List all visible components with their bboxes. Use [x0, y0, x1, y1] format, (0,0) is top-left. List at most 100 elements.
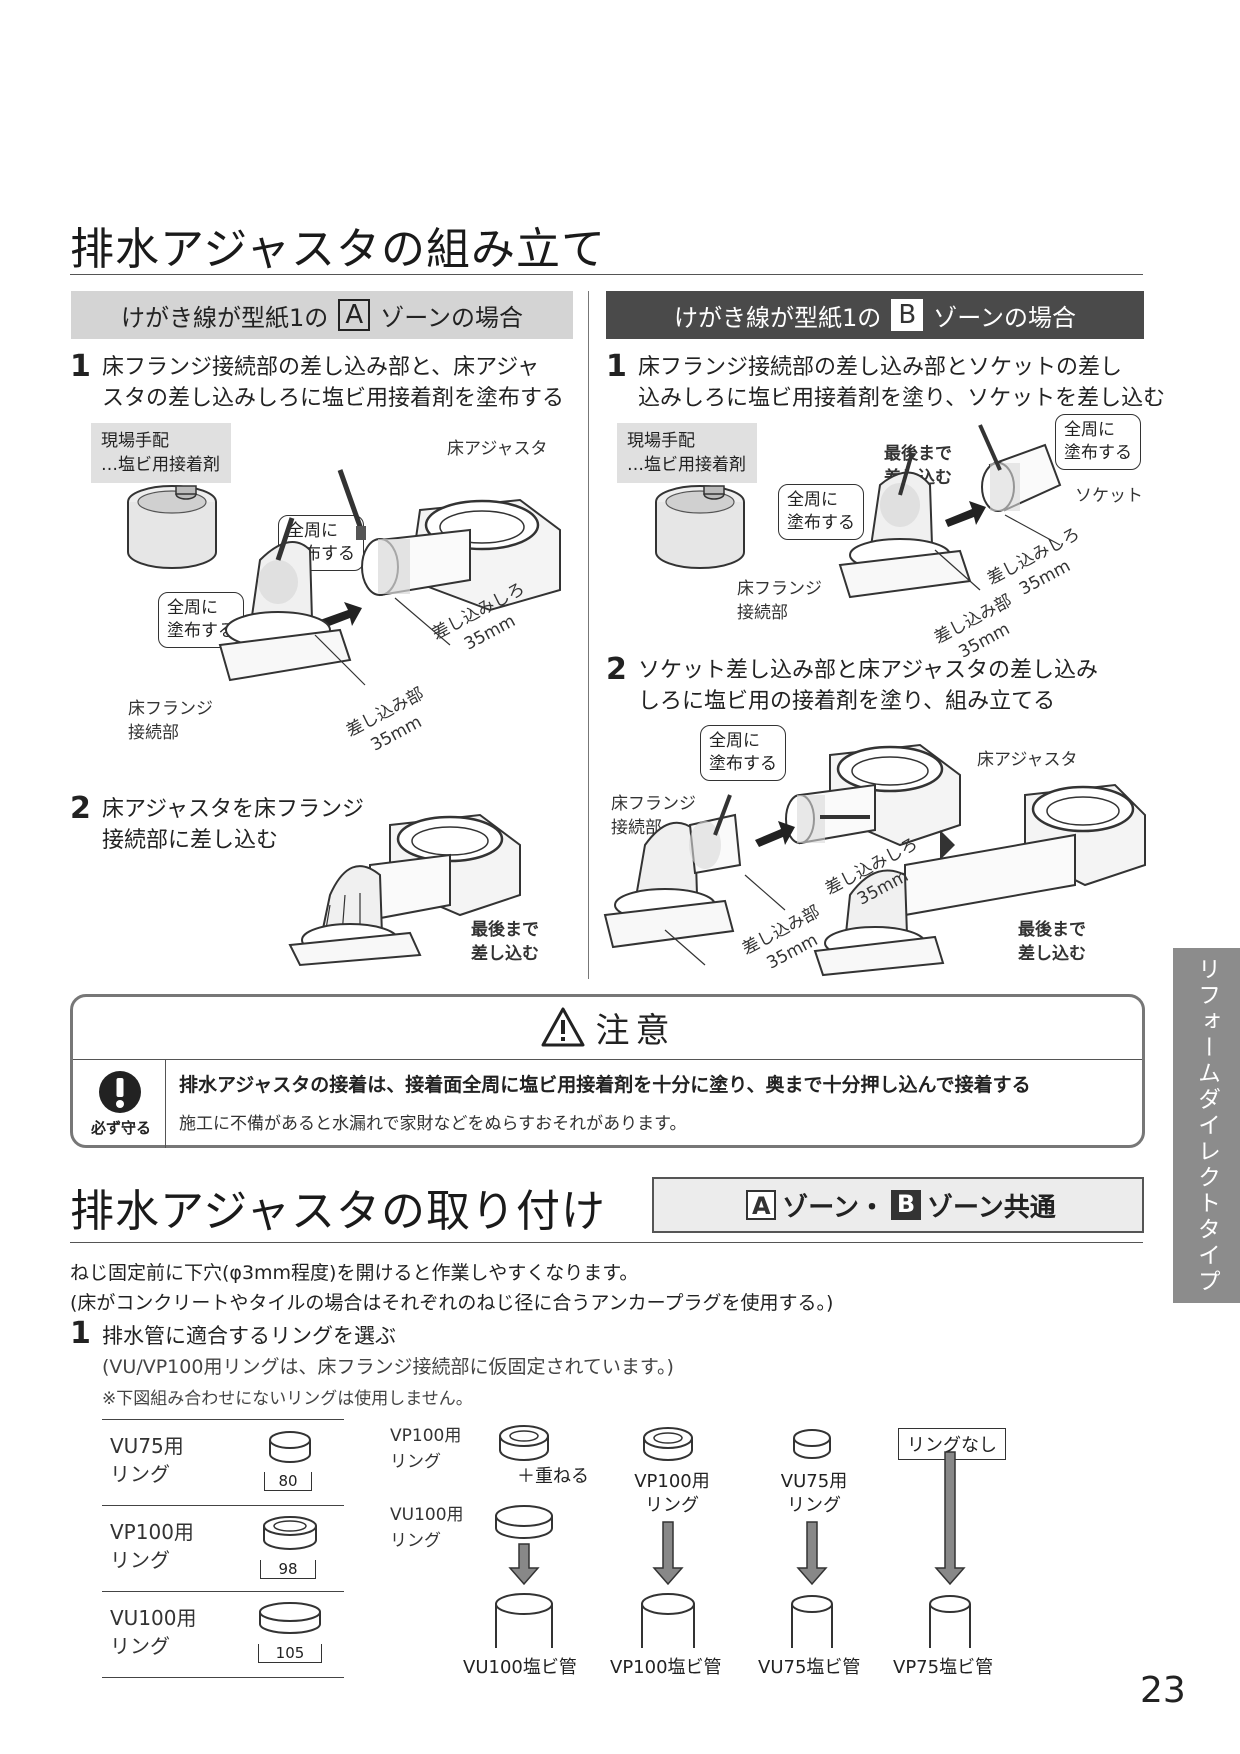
zone-b-step2-diagram	[603, 743, 1146, 977]
zone-b-full-insert-b: 最後まで 差し込む	[1018, 918, 1086, 966]
zone-b-label-socket: ソケット	[1075, 486, 1143, 506]
zone-b-full-insert-b-line2: 差し込む	[1018, 944, 1086, 964]
common-letter-b: B	[891, 1190, 921, 1220]
must-follow-label: 必ず守る	[90, 1119, 151, 1137]
zone-a-step1-line2: スタの差し込みしろに塩ビ用接着剤を塗布する	[102, 386, 565, 411]
pipe-label-vp100: VP100塩ビ管	[610, 1657, 722, 1678]
zone-b-header-pre: けがき線が型紙1の	[673, 303, 882, 332]
zone-a-full-insert-line2: 差し込む	[471, 944, 539, 964]
zone-b-flange2-line1: 床フランジ	[611, 794, 696, 814]
mandatory-exclamation-icon	[99, 1071, 141, 1113]
zone-b-label-flange: 床フランジ 接続部	[737, 577, 822, 625]
pipe-label-vu100: VU100塩ビ管	[463, 1657, 577, 1678]
combo-col3-line2: リング	[787, 1495, 841, 1516]
zone-a-callout1-line1: 全周に	[287, 521, 338, 541]
section-title-assembly: 排水アジャスタの組み立て	[70, 224, 607, 275]
section2-note2: (床がコンクリートやタイルの場合はそれぞれのねじ径に合うアンカープラグを使用する…	[70, 1292, 834, 1314]
ring-vu100-icon	[259, 1602, 321, 1634]
zone-b-callout-flange-line2: 塗布する	[787, 513, 855, 533]
zone-a-label-flange: 床フランジ 接続部	[128, 697, 213, 745]
common-zone-badge: A ゾーン・ B ゾーン共通	[652, 1177, 1144, 1233]
zone-b-label-flange-step2: 床フランジ 接続部	[611, 792, 696, 840]
zone-a-header: けがき線が型紙1の A ゾーンの場合	[71, 291, 573, 339]
section2-step1-number: 1	[70, 1316, 91, 1351]
zone-b-tag-line2: …塩ビ用接着剤	[627, 455, 746, 475]
ring-vp100-label: VP100用 リング	[110, 1518, 194, 1574]
zone-b-callout3-line1: 全周に	[709, 731, 760, 751]
zone-a-step1-diagram	[218, 469, 561, 686]
zone-b-callout-apply-step2: 全周に 塗布する	[700, 725, 786, 781]
zone-a-step1-line1: 床フランジ接続部の差し込み部と、床アジャ	[102, 355, 540, 380]
zone-a-full-insert-line1: 最後まで	[471, 920, 539, 940]
zone-a-full-insert: 最後まで 差し込む	[471, 918, 539, 966]
zone-divider	[588, 291, 589, 979]
ring-vu75-label: VU75用 リング	[110, 1432, 184, 1488]
caution-box: 注意 必ず守る 排水アジャスタの接着は、接着面全周に塩ビ用接着剤を十分に塗り、奥…	[70, 994, 1145, 1148]
combo-vu100-label: VU100用 リング	[390, 1502, 464, 1554]
caution-vdivider	[165, 1059, 166, 1148]
ring-table-row-vu100: VU100用 リング 105	[102, 1592, 344, 1678]
combo-col3-label: VU75用 リング	[769, 1470, 859, 1518]
zone-b-step1-number: 1	[606, 349, 627, 384]
zone-a-flange-line2: 接続部	[128, 723, 179, 743]
zone-a-step2-line1: 床アジャスタを床フランジ	[102, 797, 365, 822]
ring-vu75-dim: 80	[264, 1472, 312, 1491]
zone-a-label-adjuster: 床アジャスタ	[447, 439, 548, 459]
combo-vu100-line1: VU100用	[390, 1505, 464, 1525]
ring-table-row-vu75: VU75用 リング 80	[102, 1420, 344, 1506]
caution-title: 注意	[595, 1010, 676, 1051]
zone-a-callout2-line1: 全周に	[167, 598, 218, 618]
zone-b-step2-number: 2	[606, 652, 627, 687]
zone-b-step2-line2: しろに塩ビ用の接着剤を塗り、組み立てる	[638, 689, 1056, 714]
ring-vu100-dim: 105	[258, 1644, 322, 1663]
ring-vu100-label: VU100用 リング	[110, 1604, 197, 1660]
ring-vu100-line1: VU100用	[110, 1606, 197, 1630]
zone-a-tag-line2: …塩ビ用接着剤	[101, 455, 220, 475]
zone-b-full-insert-a-line1: 最後まで	[884, 444, 952, 464]
zone-a-flange-line1: 床フランジ	[128, 699, 213, 719]
zone-b-field-supply-tag: 現場手配 …塩ビ用接着剤	[617, 423, 757, 483]
zone-b-step1-line2: 込みしろに塩ビ用接着剤を塗り、ソケットを差し込む	[638, 386, 1166, 411]
section2-step1-sub1: (VU/VP100用リングは、床フランジ接続部に仮固定されています。)	[102, 1356, 674, 1378]
zone-a-callout2-line2: 塗布する	[167, 621, 235, 641]
caution-header: 注意	[73, 997, 1142, 1057]
page-number: 23	[1140, 1670, 1186, 1711]
zone-a-letter: A	[338, 299, 371, 331]
zone-b-step2-line1: ソケット差し込み部と床アジャスタの差し込み	[638, 658, 1099, 683]
section-title-installation: 排水アジャスタの取り付け	[70, 1186, 607, 1237]
ring-vu100-line2: リング	[110, 1634, 170, 1658]
combo-col2-line1: VP100用	[634, 1471, 710, 1492]
ring-vp100-line1: VP100用	[110, 1520, 194, 1544]
caution-sub-text: 施工に不備があると水漏れで家財などをぬらすおそれがあります。	[179, 1114, 687, 1134]
zone-b-letter: B	[891, 299, 924, 331]
combo-col2-line2: リング	[645, 1495, 699, 1516]
combo-vp100-line2: リング	[390, 1452, 441, 1472]
zone-a-header-pre: けがき線が型紙1の	[120, 303, 329, 332]
common-mid: ゾーン・	[782, 1192, 885, 1223]
caution-divider	[73, 1059, 1142, 1060]
pipe-label-vp75: VP75塩ビ管	[893, 1657, 994, 1678]
zone-b-callout-socket-line1: 全周に	[1064, 420, 1115, 440]
zone-b-tag-line1: 現場手配	[627, 431, 695, 451]
zone-a-step2-line2: 接続部に差し込む	[102, 828, 279, 853]
zone-b-callout3-line2: 塗布する	[709, 754, 777, 774]
ring-combination-diagram	[495, 1425, 971, 1648]
ring-vp100-dim: 98	[260, 1560, 316, 1579]
zone-a-step1-text: 床フランジ接続部の差し込み部と、床アジャ スタの差し込みしろに塩ビ用接着剤を塗布…	[102, 352, 564, 414]
title-rule	[70, 274, 1143, 275]
common-letter-a: A	[746, 1190, 777, 1220]
ring-vp100-icon	[263, 1516, 317, 1550]
combo-vp100-line1: VP100用	[390, 1426, 462, 1446]
adhesive-can-icon	[127, 485, 217, 569]
zone-a-field-supply-tag: 現場手配 …塩ビ用接着剤	[91, 423, 231, 483]
warning-triangle-icon	[541, 1007, 584, 1047]
zone-a-tag-line1: 現場手配	[101, 431, 169, 451]
ring-vu75-icon	[269, 1431, 311, 1463]
zone-b-callout-apply-socket: 全周に 塗布する	[1055, 414, 1141, 470]
sidebar-section-tab: リフォームダイレクトタイプ	[1173, 948, 1240, 1303]
zone-a-step2-text: 床アジャスタを床フランジ 接続部に差し込む	[102, 794, 364, 856]
ring-vp100-line2: リング	[110, 1548, 170, 1572]
section2-notes: ねじ固定前に下穴(φ3mm程度)を開けると作業しやすくなります。 (床がコンクリ…	[70, 1258, 833, 1318]
zone-b-header: けがき線が型紙1の B ゾーンの場合	[606, 291, 1144, 339]
zone-b-step1-text: 床フランジ接続部の差し込み部とソケットの差し 込みしろに塩ビ用接着剤を塗り、ソケ…	[638, 352, 1165, 414]
